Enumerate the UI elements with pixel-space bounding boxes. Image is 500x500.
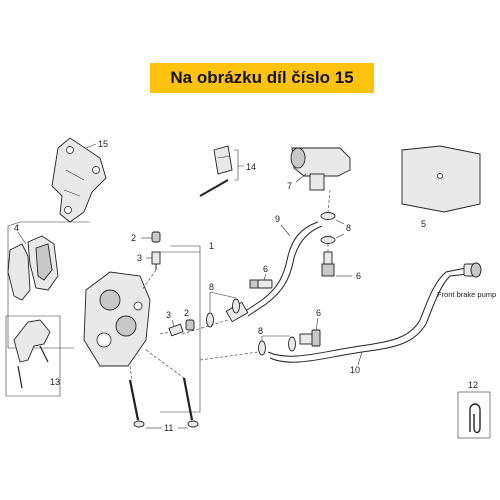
reservoir-cover-icon: [401, 145, 481, 213]
callout-6a: 6: [356, 271, 361, 281]
bleeder-cap-icon: [151, 231, 161, 243]
washer-icon: [320, 212, 336, 244]
callout-2a: 2: [131, 233, 136, 243]
long-hose-icon: [267, 262, 482, 363]
callout-15: 15: [98, 139, 108, 149]
caliper-bolt-icon: [128, 377, 199, 428]
bleeder-screw-icon: [151, 251, 161, 270]
callout-12: 12: [468, 380, 478, 390]
callout-5: 5: [421, 219, 426, 229]
callout-2b: 2: [184, 308, 189, 318]
callout-8c: 8: [258, 326, 263, 336]
washer-icon-3: [258, 336, 296, 356]
brake-caliper-icon: [83, 271, 151, 367]
callout-11: 11: [164, 423, 173, 433]
hose-union-icon: [290, 147, 351, 191]
washer-icon-2: [206, 298, 240, 328]
callout-6b: 6: [263, 264, 268, 274]
callout-8a: 8: [346, 223, 351, 233]
callout-14: 14: [246, 162, 256, 172]
title-banner: Na obrázku díl číslo 15: [150, 63, 374, 93]
brake-pad-icon: [7, 235, 59, 301]
callout-8b: 8: [209, 282, 214, 292]
callout-3b: 3: [166, 310, 171, 320]
pad-pin-icon: [199, 145, 233, 197]
callout-1: 1: [209, 241, 214, 251]
bleeder-screw-icon-2: [168, 323, 184, 337]
callout-6c: 6: [316, 308, 321, 318]
bleeder-cap-icon-2: [185, 319, 195, 331]
callout-7: 7: [287, 181, 292, 191]
front-brake-pump-label: Front brake pump: [437, 290, 496, 299]
banjo-bolt-icon: [321, 251, 335, 277]
banjo-bolt-icon-3: [299, 329, 321, 347]
callout-9: 9: [275, 214, 280, 224]
callout-4: 4: [14, 223, 19, 233]
callout-13: 13: [50, 377, 60, 387]
bracket-icon[interactable]: [51, 137, 107, 223]
callout-3a: 3: [137, 253, 142, 263]
caliper-support-icon: [13, 319, 51, 389]
banner-title: Na obrázku díl číslo 15: [170, 68, 354, 87]
banjo-bolt-icon-2: [249, 279, 273, 289]
hose-clip-icon: [469, 403, 481, 434]
upper-hose-icon: [225, 221, 323, 323]
callout-10: 10: [350, 365, 360, 375]
